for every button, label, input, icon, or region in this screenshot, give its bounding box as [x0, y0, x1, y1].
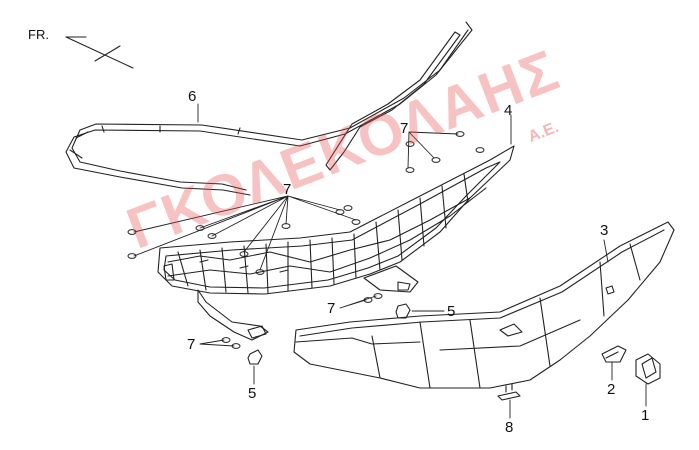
part-1-bracket — [635, 353, 661, 385]
callout-4: 4 — [504, 102, 513, 119]
callout-7-left: 7 — [283, 181, 292, 198]
leader-lines — [133, 103, 647, 419]
front-direction-label: FR. — [28, 27, 49, 42]
part-6-trim-strip — [65, 21, 473, 196]
callout-5-right: 5 — [447, 303, 456, 320]
front-direction-arrow — [65, 36, 134, 69]
part-4-grille-frame — [157, 145, 515, 341]
callout-3: 3 — [600, 222, 609, 239]
callout-5-lower: 5 — [248, 385, 257, 402]
callout-7-upper: 7 — [400, 120, 409, 137]
callout-1: 1 — [641, 407, 650, 424]
callout-7-lower: 7 — [187, 336, 196, 353]
callout-6: 6 — [188, 88, 197, 105]
nut-group — [247, 303, 411, 365]
callout-7-middle: 7 — [327, 300, 336, 317]
part-3-side-cover — [293, 221, 675, 389]
part-8-pin — [497, 383, 521, 401]
part-2-clip — [601, 345, 627, 363]
callout-2: 2 — [607, 381, 616, 398]
callout-8: 8 — [505, 419, 514, 436]
